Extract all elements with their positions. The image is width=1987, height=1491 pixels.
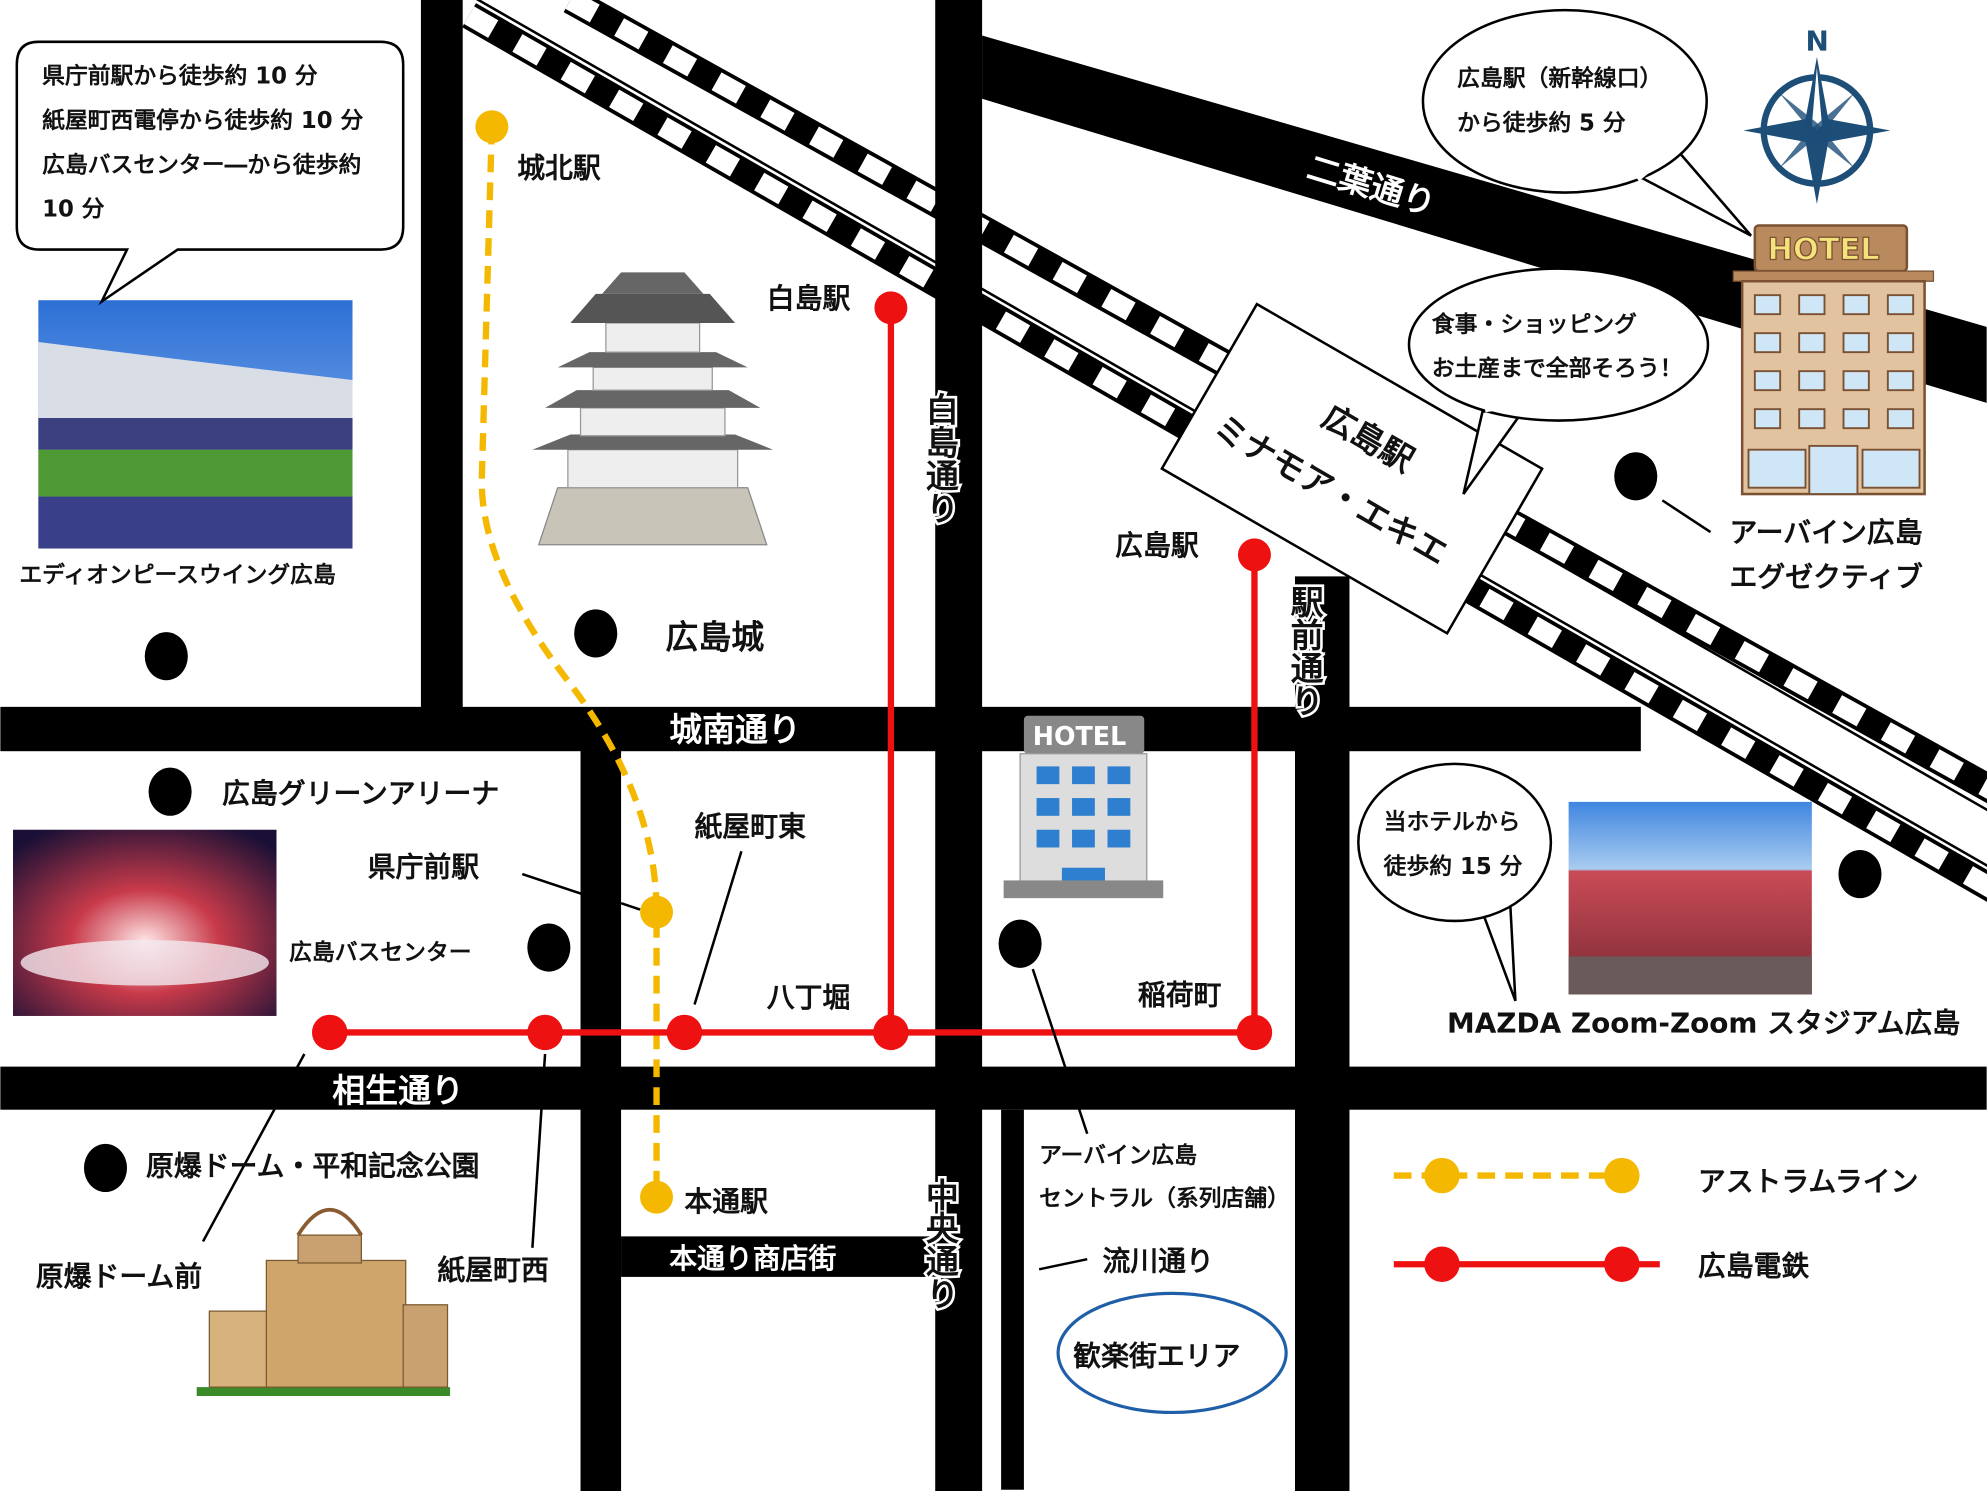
poi-dot-green-arena xyxy=(148,767,192,816)
tram-line xyxy=(329,307,1258,1036)
label-genbaku-domemae: 原爆ドーム前 xyxy=(36,1260,202,1293)
svg-text:10 分: 10 分 xyxy=(42,197,105,223)
astram-line xyxy=(478,126,660,1198)
label-mazda: MAZDA Zoom-Zoom スタジアム広島 xyxy=(1447,1006,1960,1039)
label-inaricho: 稲荷町 xyxy=(1138,979,1222,1012)
svg-text:広島バスセンター―から徒歩約: 広島バスセンター―から徒歩約 xyxy=(42,151,361,178)
svg-text:県庁前駅から徒歩約 10 分: 県庁前駅から徒歩約 10 分 xyxy=(42,63,318,90)
poi-dot-urbain-exec xyxy=(1614,452,1658,501)
svg-text:食事・ショッピング: 食事・ショッピング xyxy=(1432,311,1637,338)
mazda-stadium-photo xyxy=(1568,801,1812,995)
tram-stop-kamiyacho-nishi xyxy=(527,1014,563,1051)
label-urbain-exec-2: エグゼクティブ xyxy=(1729,561,1922,594)
road-label-aioi: 相生通り xyxy=(332,1071,464,1110)
label-entertainment: 歓楽街エリア xyxy=(1073,1340,1240,1373)
road-label-hakushima: 白島通り xyxy=(921,393,960,525)
svg-text:から徒歩約 5 分: から徒歩約 5 分 xyxy=(1457,109,1626,136)
svg-text:紙屋町西電停から徒歩約 10 分: 紙屋町西電停から徒歩約 10 分 xyxy=(42,107,363,134)
legend-item-tram: 広島電鉄 xyxy=(1393,1246,1810,1283)
label-edion: エディオンピースウイング広島 xyxy=(19,562,335,589)
label-hatchobori: 八丁堀 xyxy=(767,981,851,1014)
label-urbain-central-1: アーバイン広島 xyxy=(1039,1142,1197,1169)
poi-dot-edion xyxy=(144,632,188,681)
edion-stadium-photo xyxy=(38,300,353,549)
callout-access-times: 県庁前駅から徒歩約 10 分 紙屋町西電停から徒歩約 10 分 広島バスセンター… xyxy=(15,40,405,306)
tram-stop-hakushima xyxy=(874,291,908,325)
label-urbain-central-2: セントラル（系列店舗） xyxy=(1039,1185,1290,1212)
tram-stop-inaricho xyxy=(1236,1014,1273,1051)
road-label-hondori-shotengai: 本通り商店街 xyxy=(669,1242,836,1275)
hotel-urbain-exec-illustration: HOTEL xyxy=(1732,224,1935,496)
poi-dot-bus-center xyxy=(527,923,571,972)
tram-stop-hiroshima xyxy=(1237,538,1271,572)
svg-text:徒歩約 15 分: 徒歩約 15 分 xyxy=(1383,853,1523,880)
tram-stop-genbaku-domemae xyxy=(311,1014,348,1051)
legend-item-astram: アストラムライン xyxy=(1393,1157,1919,1198)
poi-dot-urbain-central xyxy=(998,919,1042,968)
callout-stadium-walk: 当ホテルから 徒歩約 15 分 xyxy=(1357,762,1553,1002)
astram-stop-kenchomae xyxy=(640,895,674,929)
hiroshima-castle-illustration xyxy=(532,272,774,546)
label-kamiyacho-nishi: 紙屋町西 xyxy=(437,1253,548,1286)
label-green-arena: 広島グリーンアリーナ xyxy=(222,777,499,810)
tram-stop-hatchobori xyxy=(873,1014,909,1051)
label-hiroshima-tram: 広島駅 xyxy=(1115,529,1199,562)
poi-dot-mazda xyxy=(1838,850,1882,899)
label-hakushima: 白島駅 xyxy=(767,282,851,315)
callout-station-walk: 広島駅（新幹線口） から徒歩約 5 分 xyxy=(1421,8,1752,237)
astram-stop-hondori xyxy=(640,1180,674,1214)
svg-text:お土産まで全部そろう！: お土産まで全部そろう！ xyxy=(1432,355,1683,382)
poi-dot-castle xyxy=(574,609,618,658)
label-kamiyacho-higashi: 紙屋町東 xyxy=(695,810,807,843)
label-castle: 広島城 xyxy=(665,618,764,657)
label-dome-park: 原爆ドーム・平和記念公園 xyxy=(146,1150,479,1183)
legend: アストラムライン 広島電鉄 xyxy=(1393,1157,1919,1283)
poi-dot-dome-park xyxy=(83,1143,128,1193)
label-hondori: 本通駅 xyxy=(684,1185,768,1218)
label-johoku: 城北駅 xyxy=(517,151,601,184)
label-kenchomae: 県庁前駅 xyxy=(368,851,480,884)
svg-text:当ホテルから: 当ホテルから xyxy=(1384,810,1521,836)
svg-text:広島駅（新幹線口）: 広島駅（新幹線口） xyxy=(1457,65,1662,92)
svg-text:HOTEL: HOTEL xyxy=(1033,721,1126,751)
label-urbain-exec-1: アーバイン広島 xyxy=(1729,516,1922,549)
astram-stop-johoku xyxy=(475,110,509,144)
green-arena-photo xyxy=(13,829,277,1016)
atomic-bomb-dome-illustration xyxy=(196,1208,451,1396)
entertainment-area-outline xyxy=(1056,1291,1288,1415)
hotel-center-illustration: HOTEL xyxy=(1003,715,1164,899)
road-label-nagarekawa: 流川通り xyxy=(1102,1245,1213,1278)
tram-stop-kamiyacho-higashi xyxy=(666,1014,703,1051)
label-bus-center: 広島バスセンター xyxy=(289,939,471,966)
callout-shopping: 食事・ショッピング お土産まで全部そろう！ xyxy=(1407,267,1710,495)
svg-text:アストラムライン: アストラムライン xyxy=(1698,1165,1919,1198)
svg-text:HOTEL: HOTEL xyxy=(1768,233,1880,268)
road-label-chuo: 中央通り xyxy=(921,1178,960,1310)
compass-icon: N xyxy=(1743,25,1891,204)
compass-north-label: N xyxy=(1806,25,1829,58)
road-label-jonan: 城南通り xyxy=(669,710,801,749)
road-label-ekimae: 駅前通り xyxy=(1286,585,1325,717)
svg-text:広島電鉄: 広島電鉄 xyxy=(1698,1250,1810,1283)
